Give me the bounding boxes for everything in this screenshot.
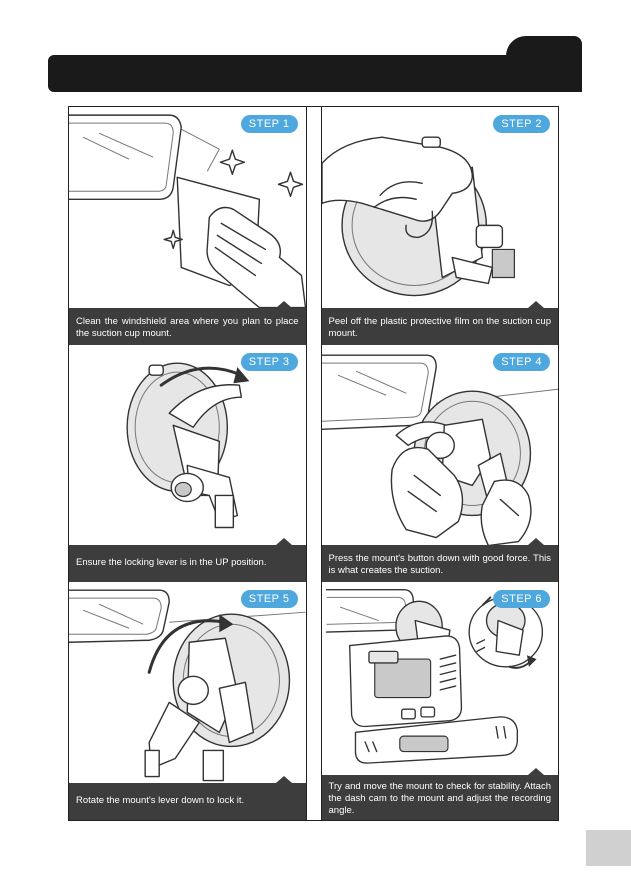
step-3-badge: STEP 3 [240,352,298,371]
step-6-illustration: STEP 6 [321,582,558,775]
step-6-caption: Try and move the mount to check for stab… [321,768,558,820]
step-3-panel: STEP 3 Ensure the locking lever is in th… [69,344,307,583]
step-2-badge: STEP 2 [493,115,550,133]
wipe-windshield-illustration [69,114,306,308]
step-2-illustration: STEP 2 [321,107,558,308]
step-1-panel: STEP 1 Clean the windshield area where y… [69,107,307,345]
step-5-illustration: STEP 5 [69,582,306,783]
step-5-panel: STEP 5 Rotate the mount's lever down to … [69,582,307,820]
step-4-illustration: STEP 4 [321,344,558,546]
lever-up-illustration [126,362,250,528]
step-4-caption: Press the mount's button down with good … [321,538,558,583]
steps-grid: STEP 1 Clean the windshield area where y… [68,106,559,821]
step-1-badge: STEP 1 [240,115,298,133]
step-4-panel: STEP 4 Press the mount's button down wit… [320,344,558,583]
step-4-badge: STEP 4 [493,352,550,371]
step-1-illustration: STEP 1 [69,107,306,308]
peel-film-illustration [321,136,515,297]
lever-down-illustration [69,589,306,782]
step-2-caption: Peel off the plastic protective film on … [321,300,558,345]
page-number-box [586,830,631,866]
section-header-bar [48,55,582,92]
step-6-panel: STEP 6 Try and move the mount to check f… [320,582,558,820]
step-6-badge: STEP 6 [493,590,550,609]
step-5-badge: STEP 5 [240,590,298,609]
step-3-illustration: STEP 3 [69,344,306,546]
step-1-caption: Clean the windshield area where you plan… [69,300,306,345]
step-5-caption: Rotate the mount's lever down to lock it… [69,776,306,820]
press-mount-illustration [321,354,558,546]
step-3-caption: Ensure the locking lever is in the UP po… [69,538,306,583]
step-2-panel: STEP 2 Peel off the plastic protective f… [320,107,558,345]
attach-dashcam-illustration [325,589,543,765]
